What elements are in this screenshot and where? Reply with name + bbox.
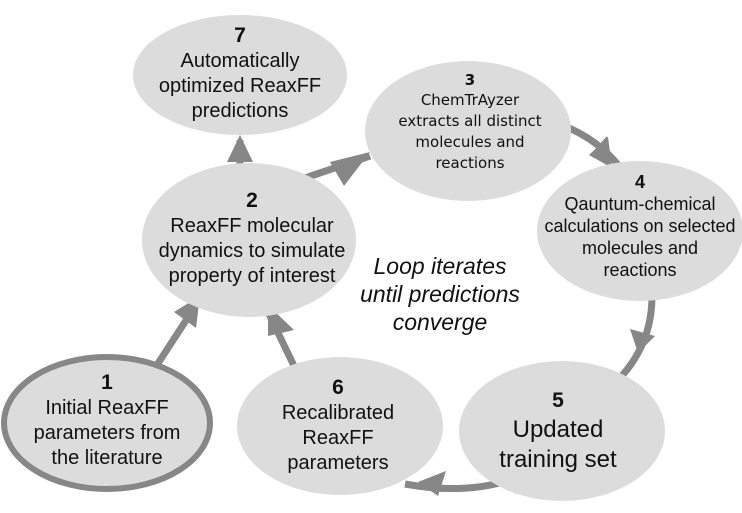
node-4-line-4: reactions <box>603 260 677 280</box>
node-1-line-2: parameters from <box>33 422 181 444</box>
node-1-label: 1 Initial ReaxFF parameters from the lit… <box>34 370 181 471</box>
edge-5-to-6 <box>404 478 504 492</box>
node-4-line-2: calculations on selected <box>544 216 736 236</box>
node-2-shape <box>142 163 356 317</box>
node-5-line-2: training set <box>499 446 617 473</box>
node-3-line-1: ChemTrAyzer <box>420 91 520 109</box>
node-5-number: 5 <box>552 389 564 412</box>
node-3-line-3: molecules and <box>415 133 525 151</box>
node-3-label: 3 ChemTrAyzer extracts all distinct mole… <box>398 70 541 174</box>
loop-note: Loop iterates until predictions converge <box>360 252 520 336</box>
loop-note-line-3: converge <box>392 309 488 335</box>
loop-note-line-1: Loop iterates <box>373 253 507 279</box>
node-1-number: 1 <box>101 371 113 394</box>
node-3-shape <box>365 61 571 201</box>
arrowhead-4-to-5 <box>630 329 655 353</box>
node-5-label: 5 Updated training set <box>499 387 616 475</box>
node-2-line-3: property of interest <box>168 265 336 287</box>
node-3-line-4: reactions <box>435 154 505 172</box>
node-3-number: 3 <box>464 71 476 89</box>
node-1-line-1: Initial ReaxFF <box>45 397 169 419</box>
node-7-line-2: optimized ReaxFF <box>158 75 322 97</box>
node-4-label: 4 Qauntum-chemical calculations on selec… <box>544 171 735 281</box>
node-7-number: 7 <box>234 24 246 47</box>
node-6-number: 6 <box>332 376 344 399</box>
node-2-line-1: ReaxFF molecular <box>170 215 334 237</box>
loop-note-line-2: until predictions <box>360 281 520 307</box>
node-6-label: 6 Recalibrated ReaxFF parameters <box>282 375 394 476</box>
node-4-shape <box>537 161 742 301</box>
node-7-line-1: Automatically <box>180 50 300 72</box>
node-2-line-2: dynamics to simulate <box>158 240 346 262</box>
node-6-shape <box>237 357 443 495</box>
node-6-line-1: Recalibrated <box>281 402 395 424</box>
node-4-line-3: molecules and <box>581 238 699 258</box>
node-1-shape <box>1 354 213 492</box>
node-6-line-2: ReaxFF <box>302 427 374 449</box>
node-3-line-2: extracts all distinct <box>398 112 542 130</box>
node-4-line-1: Qauntum-chemical <box>564 194 716 214</box>
node-7-label: 7 Automatically optimized ReaxFF predict… <box>159 23 321 124</box>
node-6-line-3: parameters <box>287 452 389 474</box>
node-1-line-3: the literature <box>51 447 163 469</box>
node-7-shape <box>133 15 347 135</box>
node-2-number: 2 <box>246 189 258 212</box>
arrowhead-5-to-6 <box>418 471 446 496</box>
node-4-number: 4 <box>634 172 645 192</box>
edge-3-to-4 <box>560 121 625 173</box>
node-5-shape <box>459 361 665 501</box>
arrowhead-3-to-4-tip <box>589 137 612 168</box>
node-5-line-1: Updated <box>512 416 604 443</box>
arrowhead-2-to-7 <box>227 135 253 162</box>
arrowhead-2-to-3 <box>330 152 370 186</box>
node-2-label: 2 ReaxFF molecular dynamics to simulate … <box>159 188 346 289</box>
node-7-line-3: predictions <box>191 100 289 122</box>
